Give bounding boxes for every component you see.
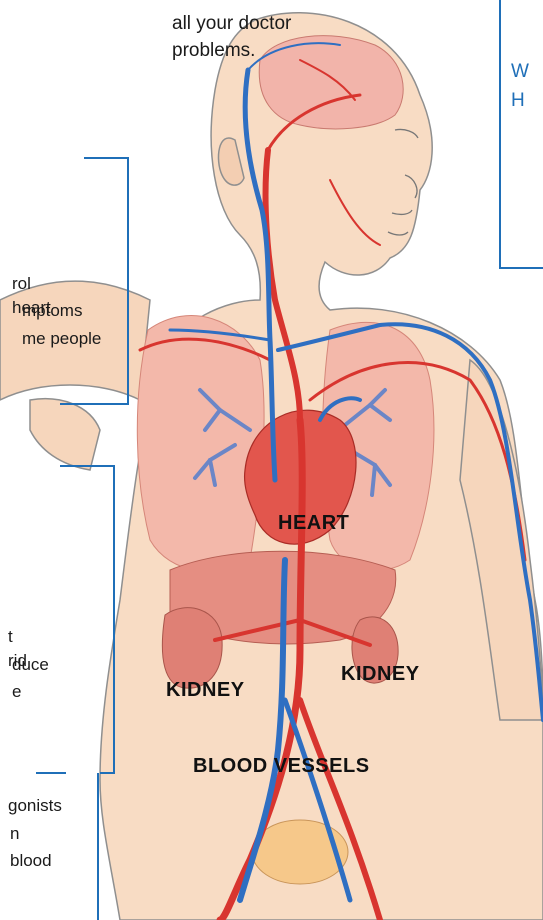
label-kidney-right: KIDNEY bbox=[341, 663, 420, 686]
label-kidney-left: KIDNEY bbox=[166, 679, 245, 702]
callout-3-line-2: n bbox=[10, 822, 19, 846]
callout-frame-right bbox=[500, 0, 543, 268]
label-blood-vessels: BLOOD VESSELS bbox=[193, 755, 370, 778]
right-callout-text: W H bbox=[511, 57, 529, 115]
intro-line-1: all your doctor bbox=[172, 10, 372, 37]
callout-1-line-2: mptoms bbox=[22, 299, 82, 323]
callout-2-line-2: duce bbox=[12, 653, 49, 677]
callout-3-line-3: blood bbox=[10, 849, 52, 873]
callout-1-line-3: me people bbox=[22, 327, 101, 351]
intro-line-2: problems. bbox=[172, 37, 372, 64]
kidney-left-shape bbox=[162, 608, 222, 688]
right-callout-line-2: H bbox=[511, 86, 529, 115]
label-heart: HEART bbox=[278, 512, 349, 535]
callout-2-line-3: e bbox=[12, 680, 21, 704]
intro-text: all your doctor problems. bbox=[172, 10, 372, 64]
right-callout-line-1: W bbox=[511, 57, 529, 86]
callout-3-line-1: gonists bbox=[8, 794, 62, 818]
